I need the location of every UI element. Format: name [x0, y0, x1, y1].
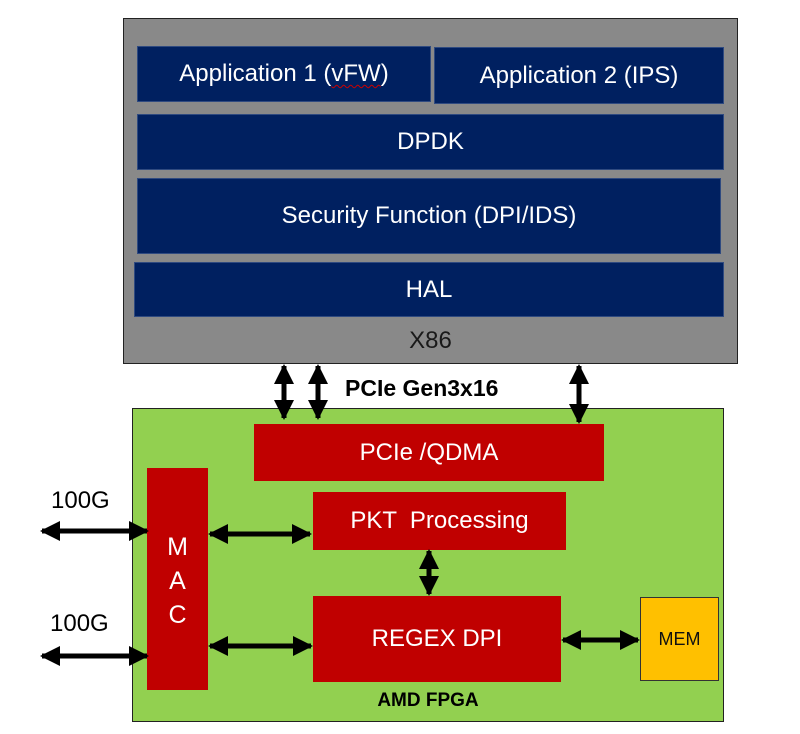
pkt-processing-label: PKT Processing — [350, 507, 529, 534]
mac-letter: C — [168, 601, 187, 629]
mac-letter: A — [169, 567, 186, 595]
pcie-qdma-block: PCIe /QDMA — [254, 424, 604, 481]
application-1-vfw-block: Application 1 (vFW) — [137, 46, 431, 102]
security-function-block: Security Function (DPI/IDS) — [137, 178, 721, 254]
regex-dpi-block: REGEX DPI — [313, 596, 561, 682]
dpdk-label: DPDK — [397, 128, 464, 155]
pkt-processing-block: PKT Processing — [313, 492, 566, 550]
mac-letter: M — [167, 533, 188, 561]
mac-block: M A C — [147, 468, 208, 690]
application-2-ips-block: Application 2 (IPS) — [434, 47, 724, 104]
application-2-label: Application 2 (IPS) — [479, 61, 679, 89]
amd-fpga-label: AMD FPGA — [377, 690, 479, 711]
port-1-label: 100G — [51, 487, 110, 514]
mem-label: MEM — [658, 628, 701, 649]
dpdk-block: DPDK — [137, 114, 724, 170]
hal-block: HAL — [134, 262, 724, 317]
application-1-label: Application 1 (vFW) — [179, 60, 389, 87]
x86-label: X86 — [409, 327, 452, 354]
mem-block: MEM — [640, 597, 719, 681]
pcie-qdma-label: PCIe /QDMA — [359, 438, 499, 466]
hal-label: HAL — [405, 275, 453, 303]
port-2-label: 100G — [50, 610, 109, 637]
security-function-label: Security Function (DPI/IDS) — [281, 202, 577, 229]
pcie-gen3x16-label: PCIe Gen3x16 — [345, 375, 499, 401]
regex-dpi-label: REGEX DPI — [371, 625, 503, 652]
